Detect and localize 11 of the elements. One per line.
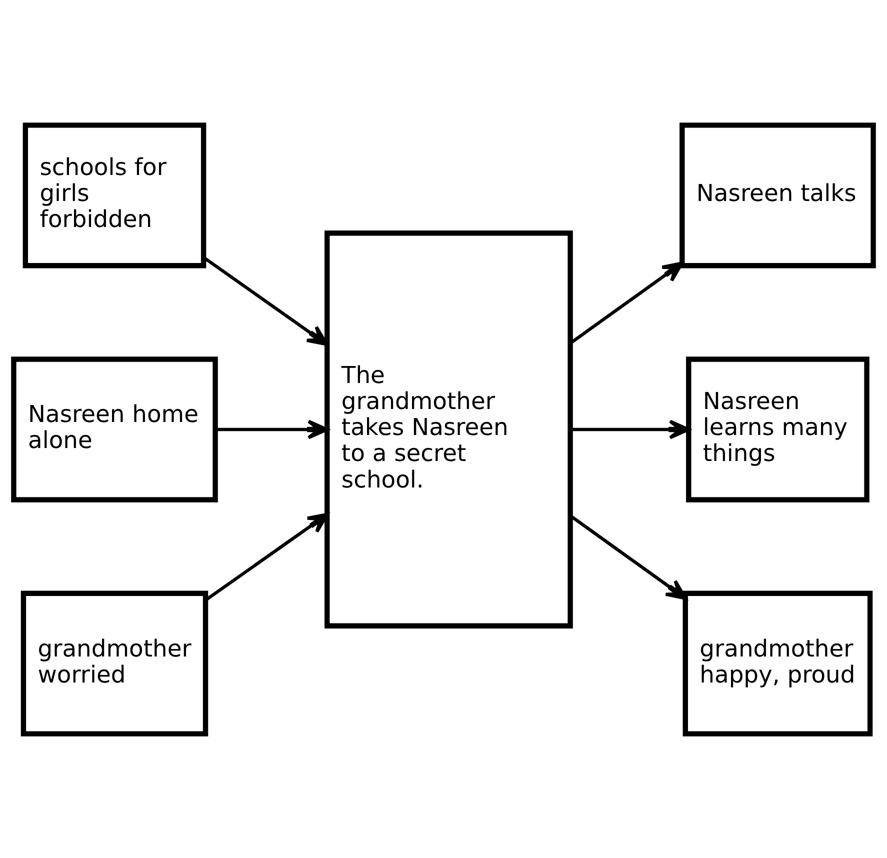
node-box: grandmother worried [20, 590, 208, 736]
node-box: The grandmother takes Nasreen to a secret school. [324, 230, 573, 628]
arrow [215, 419, 329, 439]
node-box: grandmother happy, proud [682, 590, 873, 736]
node-box: Nasreen talks [680, 122, 876, 268]
arrow [570, 514, 687, 600]
arrow [570, 419, 690, 439]
node-box: Nasreen learns many things [686, 356, 870, 502]
node-box: schools for girls forbidden [22, 122, 206, 268]
node-box: Nasreen home alone [11, 356, 218, 502]
arrow [570, 261, 684, 344]
